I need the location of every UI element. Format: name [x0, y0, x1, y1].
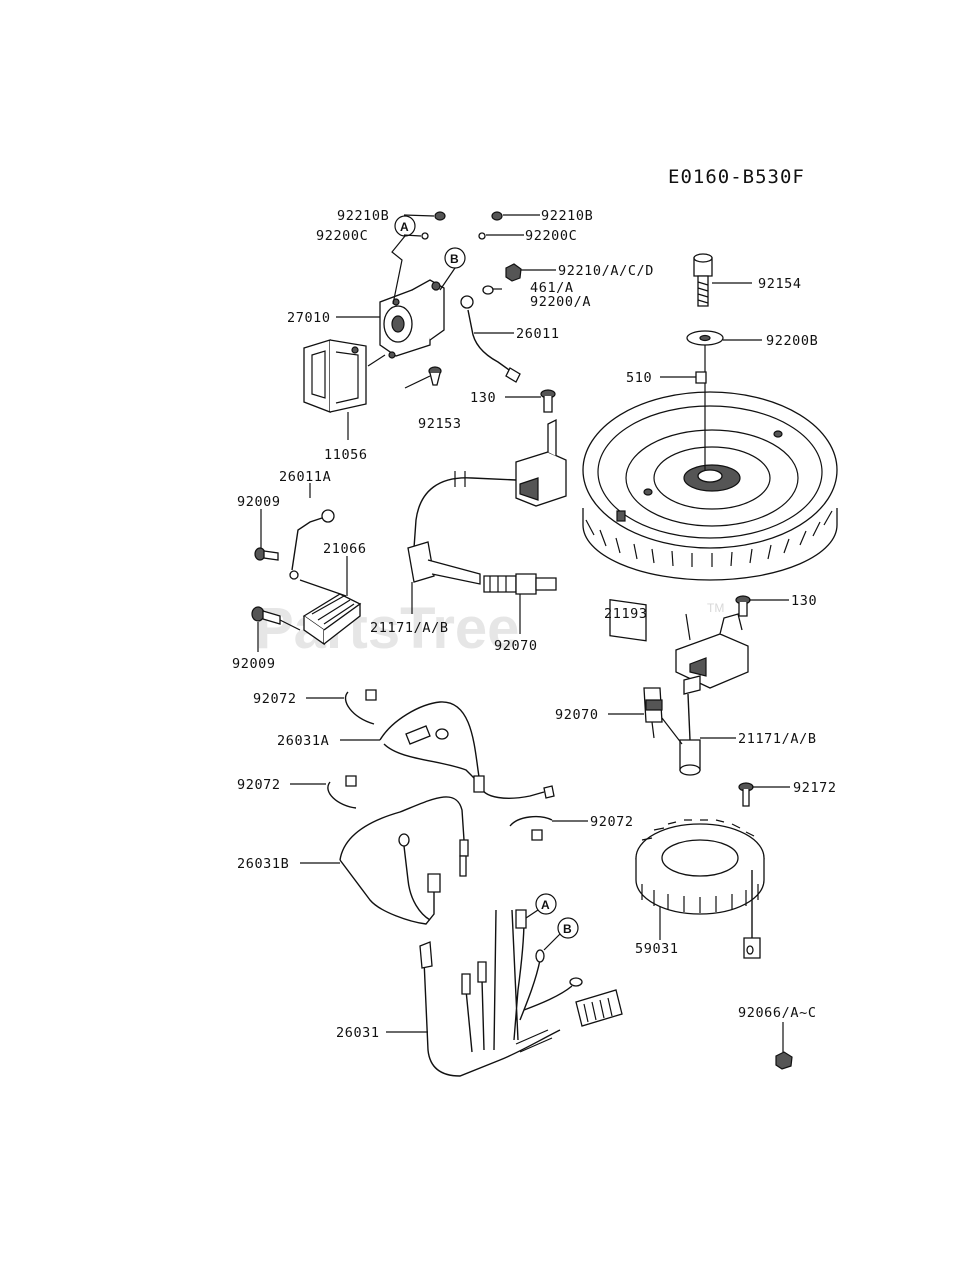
ignition-coil-lower[interactable] [675, 613, 749, 741]
label-92200a[interactable]: 92200/A [530, 294, 591, 310]
bolt-92009-lower[interactable] [251, 606, 281, 625]
watermark-trademark: TM [707, 601, 724, 615]
label-92153[interactable]: 92153 [418, 416, 462, 432]
label-92072-b[interactable]: 92072 [237, 777, 281, 793]
watermark: PartsTree [255, 596, 519, 661]
harness-26031a[interactable] [379, 701, 555, 799]
spark-plug-boot-right[interactable] [679, 739, 701, 776]
label-26011[interactable]: 26011 [516, 326, 560, 342]
label-92070-right[interactable]: 92070 [555, 707, 599, 723]
stator-59031[interactable] [635, 819, 765, 959]
washer-92200c-right[interactable] [478, 232, 486, 240]
callout-b-top: B [444, 247, 466, 269]
nut-92210b-left[interactable] [434, 211, 446, 221]
flywheel[interactable] [582, 391, 838, 642]
svg-text:A: A [541, 898, 550, 912]
spark-plug-left[interactable] [483, 573, 557, 595]
label-92154[interactable]: 92154 [758, 276, 802, 292]
clip-92072-b[interactable] [327, 775, 357, 809]
label-59031[interactable]: 59031 [635, 941, 679, 957]
bolt-130-right[interactable] [735, 595, 751, 617]
washer-92200c-left[interactable] [421, 232, 429, 240]
battery-cable[interactable] [460, 295, 521, 383]
label-92200c-right[interactable]: 92200C [525, 228, 577, 244]
diagram-code: E0160-B530F [668, 166, 805, 188]
flywheel-bolt[interactable] [693, 253, 713, 307]
label-92070-left[interactable]: 92070 [494, 638, 538, 654]
label-21066[interactable]: 21066 [323, 541, 367, 557]
label-11056[interactable]: 11056 [324, 447, 368, 463]
clip-92072-c[interactable] [509, 815, 553, 841]
label-26011a[interactable]: 26011A [279, 469, 331, 485]
callout-b-bottom: B [557, 917, 579, 939]
bolt-92153[interactable] [428, 366, 442, 386]
label-92210acd[interactable]: 92210/A/C/D [558, 263, 654, 279]
nut-92066[interactable] [775, 1051, 793, 1070]
label-27010[interactable]: 27010 [287, 310, 331, 326]
regulator-21066[interactable] [302, 593, 362, 646]
label-26031b[interactable]: 26031B [237, 856, 289, 872]
label-92210b-left[interactable]: 92210B [337, 208, 389, 224]
label-92210b-right[interactable]: 92210B [541, 208, 593, 224]
label-92200c-left[interactable]: 92200C [316, 228, 368, 244]
label-21193[interactable]: 21193 [604, 606, 648, 622]
flywheel-washer[interactable] [686, 330, 724, 346]
label-21171ab-left[interactable]: 21171/A/B [370, 620, 449, 636]
spark-plug-right[interactable] [643, 687, 663, 739]
label-510[interactable]: 510 [626, 370, 652, 386]
label-92172[interactable]: 92172 [793, 780, 837, 796]
ground-wire-26011a[interactable] [289, 509, 335, 580]
svg-text:B: B [563, 922, 572, 936]
bolt-92009-upper[interactable] [254, 547, 279, 561]
ignition-coil-upper[interactable] [413, 418, 567, 549]
bolt-130-upper[interactable] [540, 389, 556, 413]
spark-plug-boot-left[interactable] [407, 541, 481, 585]
leader-lines [257, 214, 790, 1033]
nut-92210b-right[interactable] [491, 211, 503, 221]
label-92072-c[interactable]: 92072 [590, 814, 634, 830]
washer-92200a[interactable] [482, 285, 494, 295]
label-26031[interactable]: 26031 [336, 1025, 380, 1041]
label-92009-top[interactable]: 92009 [237, 494, 281, 510]
solenoid-bracket[interactable] [303, 339, 367, 413]
clip-92072-a[interactable] [344, 689, 377, 725]
label-26031a[interactable]: 26031A [277, 733, 329, 749]
label-92072-a[interactable]: 92072 [253, 691, 297, 707]
harness-26031b[interactable] [339, 796, 469, 925]
harness-26031[interactable] [419, 909, 623, 1077]
svg-text:A: A [400, 220, 409, 234]
callout-a-top: A [394, 215, 416, 237]
label-130-right[interactable]: 130 [791, 593, 817, 609]
label-130-top[interactable]: 130 [470, 390, 496, 406]
screw-92172[interactable] [738, 782, 754, 807]
label-92200b[interactable]: 92200B [766, 333, 818, 349]
starter-solenoid[interactable] [379, 279, 445, 359]
label-92009-bottom[interactable]: 92009 [232, 656, 276, 672]
part-labels: 92210B 92210B 92200C 92200C 92210/A/C/D … [232, 208, 837, 1041]
flywheel-key[interactable] [695, 371, 707, 384]
label-21171ab-right[interactable]: 21171/A/B [738, 731, 817, 747]
svg-text:B: B [450, 252, 459, 266]
nut-92210acd[interactable] [505, 263, 522, 282]
label-92066[interactable]: 92066/A~C [738, 1005, 817, 1021]
callout-a-bottom: A [535, 893, 557, 915]
label-461a[interactable]: 461/A [530, 280, 574, 296]
